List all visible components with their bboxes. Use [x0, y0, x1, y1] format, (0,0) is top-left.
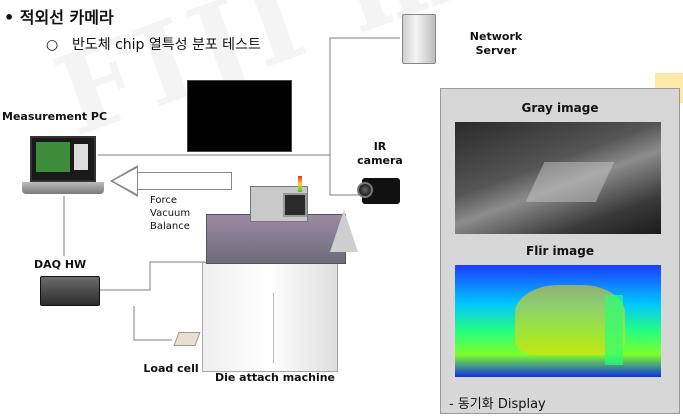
vacuum-item: Vacuum [150, 207, 190, 220]
oscilloscope-icon [187, 80, 292, 152]
flir-image [455, 265, 661, 377]
flir-image-caption: Flir image [441, 244, 679, 258]
wire-server-scope [330, 38, 400, 195]
gray-image [455, 122, 661, 234]
laptop-icon [30, 136, 96, 182]
network-server-label-line2: Server [456, 44, 536, 58]
server-tower-icon [402, 14, 436, 64]
daq-module-icon [40, 276, 100, 306]
signal-tower-icon [298, 176, 302, 192]
force-item: Force [150, 194, 190, 207]
arrow-head-fill [113, 168, 137, 194]
load-cell-label: Load cell [136, 362, 206, 376]
force-signal-list: Force Vacuum Balance [150, 194, 190, 233]
data-flow-arrow [136, 172, 232, 190]
sync-display-label: - 동기화 Display [449, 393, 546, 412]
die-attach-machine-label: Die attach machine [210, 371, 340, 385]
display-panel: Gray image Flir image - 동기화 Display [440, 88, 680, 414]
machine-monitor [283, 193, 307, 217]
ir-camera-label: IR camera [352, 140, 408, 168]
machine-camera-mount [330, 210, 358, 252]
ir-camera-label-line2: camera [352, 154, 408, 168]
balance-item: Balance [150, 220, 190, 233]
wire-daq-machine [100, 262, 205, 290]
ir-camera-label-line1: IR [352, 140, 408, 154]
daq-hw-label: DAQ HW [34, 258, 98, 272]
network-server-label: Network Server [456, 30, 536, 58]
gray-image-caption: Gray image [441, 101, 679, 115]
measurement-pc-label: Measurement PC [2, 110, 130, 124]
laptop-base [22, 182, 104, 194]
die-attach-machine-icon [202, 262, 338, 372]
wire-machine-loadcell [134, 306, 172, 340]
camera-lens [357, 182, 373, 198]
network-server-label-line1: Network [456, 30, 536, 44]
